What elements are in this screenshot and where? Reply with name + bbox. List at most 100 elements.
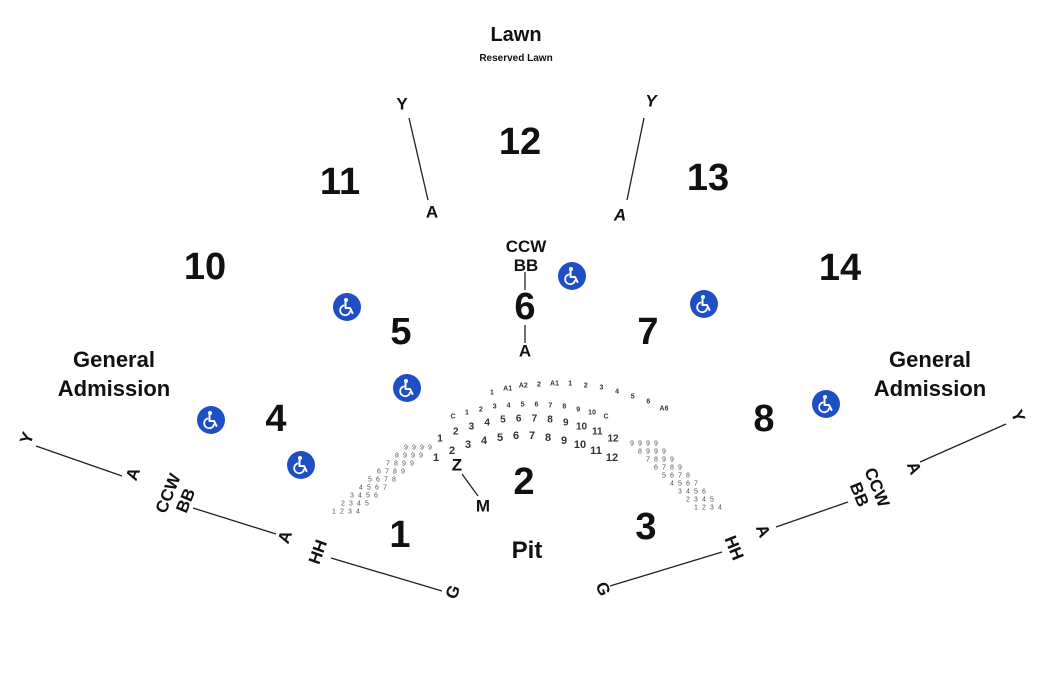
pit-seat-third-row-0[interactable]: C (450, 413, 456, 421)
left-fan-seat-7-3[interactable]: 9 (419, 452, 423, 460)
pit-seat-front-row-7[interactable]: 8 (544, 431, 552, 444)
left-fan-seat-4-3[interactable]: 8 (392, 476, 396, 484)
section-5[interactable]: 5 (390, 311, 412, 353)
right-fan-seat-8-1[interactable]: 9 (638, 440, 642, 448)
left-fan-seat-3-0[interactable]: 4 (359, 484, 363, 492)
right-fan-seat-6-0[interactable]: 7 (646, 456, 650, 464)
pit-seat-second-row-10[interactable]: 11 (591, 426, 603, 438)
right-fan-seat-2-2[interactable]: 5 (694, 488, 698, 496)
left-fan-seat-1-2[interactable]: 4 (357, 500, 361, 508)
right-fan-seat-1-2[interactable]: 4 (702, 496, 706, 504)
right-fan-seat-0-2[interactable]: 3 (710, 504, 714, 512)
left-fan-seat-0-0[interactable]: 1 (332, 508, 336, 516)
right-fan-seat-8-2[interactable]: 9 (646, 440, 650, 448)
right-fan-seat-4-0[interactable]: 5 (662, 472, 666, 480)
left-fan-seat-5-2[interactable]: 8 (393, 468, 397, 476)
wheelchair-icon-6[interactable] (812, 390, 840, 418)
right-fan-seat-3-1[interactable]: 5 (678, 480, 682, 488)
left-fan-seat-8-2[interactable]: 9 (420, 444, 424, 452)
pit-seat-third-row-7[interactable]: 7 (548, 402, 553, 410)
right-fan-seat-8-0[interactable]: 9 (630, 440, 634, 448)
left-fan-seat-8-3[interactable]: 9 (428, 444, 432, 452)
right-fan-seat-0-0[interactable]: 1 (694, 504, 698, 512)
pit-seat-back-row-8[interactable]: 4 (615, 388, 620, 396)
section-8[interactable]: 8 (753, 398, 775, 440)
pit-seat-second-row-8[interactable]: 9 (563, 417, 569, 429)
left-fan-seat-1-3[interactable]: 5 (365, 500, 369, 508)
left-fan-seat-6-2[interactable]: 9 (402, 460, 406, 468)
pit-seat-front-row-1[interactable]: 2 (448, 444, 456, 457)
left-fan-seat-7-1[interactable]: 9 (403, 452, 407, 460)
pit-seat-back-row-11[interactable]: A6 (659, 405, 669, 413)
pit-seat-second-row-1[interactable]: 2 (452, 426, 459, 438)
pit-seat-back-row-10[interactable]: 6 (646, 398, 651, 406)
right-fan-seat-4-3[interactable]: 8 (686, 472, 690, 480)
pit-seat-front-row-5[interactable]: 6 (512, 430, 520, 443)
left-fan-seat-2-0[interactable]: 3 (350, 492, 354, 500)
right-fan-seat-3-2[interactable]: 6 (686, 480, 690, 488)
pit-seat-second-row-4[interactable]: 5 (500, 414, 506, 426)
pit-seat-third-row-6[interactable]: 6 (534, 401, 539, 409)
left-fan-seat-0-1[interactable]: 2 (340, 508, 344, 516)
wheelchair-icon-1[interactable] (333, 293, 361, 321)
general-admission-right[interactable]: General Admission (874, 345, 986, 403)
right-fan-seat-0-3[interactable]: 4 (718, 504, 722, 512)
pit-seat-back-row-2[interactable]: A2 (518, 382, 528, 390)
pit-seat-back-row-0[interactable]: 1 (490, 389, 494, 397)
right-fan-seat-2-3[interactable]: 6 (702, 488, 706, 496)
right-fan-seat-2-1[interactable]: 4 (686, 488, 690, 496)
left-fan-seat-2-2[interactable]: 5 (366, 492, 370, 500)
pit-seat-second-row-0[interactable]: 1 (437, 433, 443, 445)
pit-seat-front-row-11[interactable]: 12 (605, 452, 619, 464)
wheelchair-icon-4[interactable] (197, 406, 225, 434)
right-fan-seat-1-1[interactable]: 3 (694, 496, 698, 504)
pit-seat-front-row-10[interactable]: 11 (590, 444, 602, 457)
pit-seat-third-row-5[interactable]: 5 (520, 401, 525, 409)
pit-seat-second-row-7[interactable]: 8 (547, 414, 553, 426)
left-fan-seat-0-2[interactable]: 3 (348, 508, 352, 516)
pit-seat-back-row-1[interactable]: A1 (503, 385, 513, 393)
wheelchair-icon-2[interactable] (690, 290, 718, 318)
right-fan-seat-1-0[interactable]: 2 (686, 496, 690, 504)
pit-seat-second-row-5[interactable]: 6 (515, 413, 522, 425)
pit-seat-front-row-0[interactable]: 1 (432, 452, 440, 464)
left-fan-seat-8-1[interactable]: 9 (412, 444, 416, 452)
right-fan-seat-7-2[interactable]: 9 (654, 448, 658, 456)
right-fan-seat-7-3[interactable]: 9 (662, 448, 666, 456)
right-fan-seat-5-1[interactable]: 7 (662, 464, 666, 472)
right-fan-seat-7-0[interactable]: 8 (638, 448, 642, 456)
section-11[interactable]: 11 (319, 161, 361, 203)
pit-seat-front-row-2[interactable]: 3 (464, 438, 472, 451)
pit-seat-third-row-10[interactable]: 10 (588, 409, 596, 417)
section-2[interactable]: 2 (513, 461, 535, 503)
left-fan-seat-6-1[interactable]: 8 (394, 460, 398, 468)
pit-seat-third-row-11[interactable]: C (603, 413, 609, 421)
pit-seat-third-row-4[interactable]: 4 (506, 402, 511, 410)
left-fan-seat-5-3[interactable]: 9 (401, 468, 405, 476)
left-fan-seat-5-1[interactable]: 7 (385, 468, 389, 476)
right-fan-seat-3-3[interactable]: 7 (694, 480, 698, 488)
left-fan-seat-4-0[interactable]: 5 (368, 476, 372, 484)
section-12[interactable]: 12 (498, 121, 542, 163)
left-fan-seat-4-1[interactable]: 6 (376, 476, 380, 484)
left-fan-seat-3-2[interactable]: 6 (375, 484, 379, 492)
right-fan-seat-6-2[interactable]: 9 (662, 456, 666, 464)
wheelchair-icon-0[interactable] (558, 262, 586, 290)
left-fan-seat-7-0[interactable]: 8 (395, 452, 399, 460)
section-3[interactable]: 3 (635, 506, 657, 548)
left-fan-seat-1-1[interactable]: 3 (349, 500, 353, 508)
pit-seat-second-row-2[interactable]: 3 (468, 421, 475, 433)
right-fan-seat-6-3[interactable]: 9 (670, 456, 674, 464)
right-fan-seat-7-1[interactable]: 9 (646, 448, 650, 456)
pit-area-label[interactable]: Pit (511, 537, 543, 564)
wheelchair-icon-5[interactable] (287, 451, 315, 479)
section-6[interactable]: 6 (514, 286, 536, 328)
section-4[interactable]: 4 (265, 398, 287, 440)
left-fan-seat-7-2[interactable]: 9 (411, 452, 415, 460)
right-fan-seat-5-3[interactable]: 9 (678, 464, 682, 472)
left-fan-seat-2-3[interactable]: 6 (374, 492, 378, 500)
general-admission-left[interactable]: General Admission (58, 345, 170, 403)
section-7[interactable]: 7 (637, 311, 659, 353)
left-fan-seat-3-3[interactable]: 7 (383, 484, 387, 492)
pit-seat-back-row-7[interactable]: 3 (599, 384, 604, 392)
